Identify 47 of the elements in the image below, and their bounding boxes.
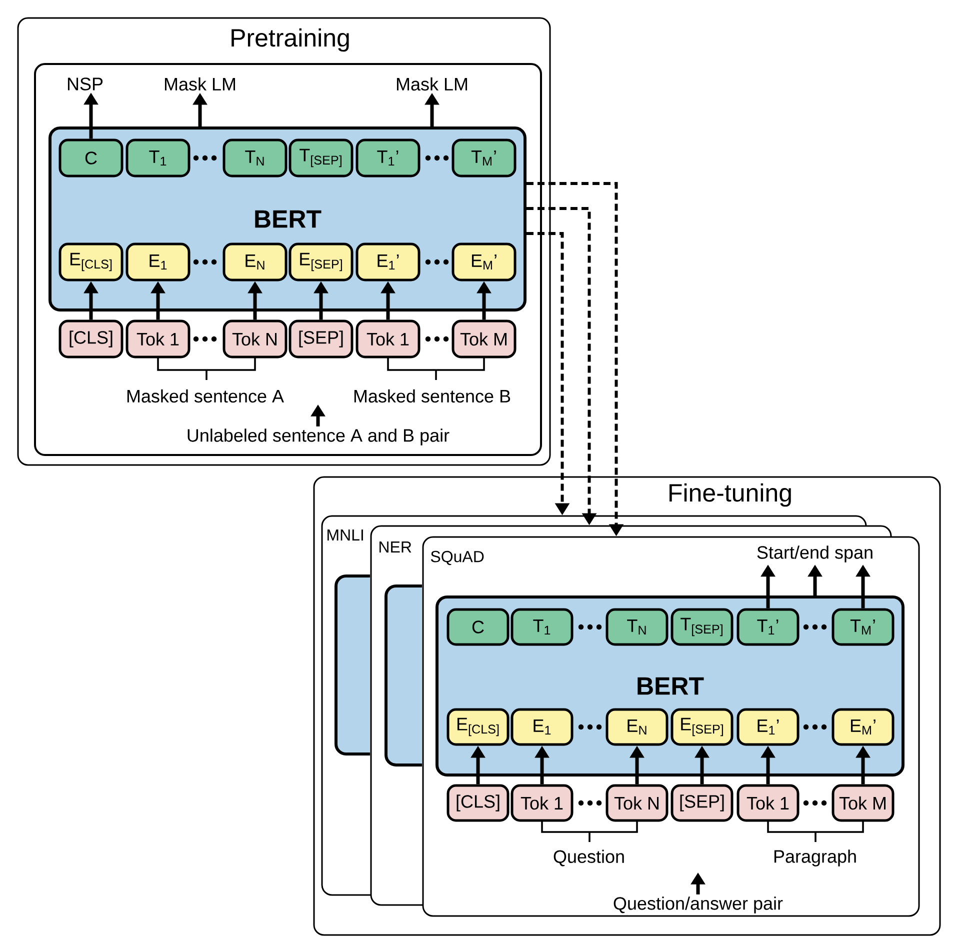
input-token-box: [SEP] <box>288 320 354 358</box>
group-label: Masked sentence B <box>354 389 510 403</box>
embedding-box: E$_{M}$’ <box>832 708 894 746</box>
output-token-box: T$_{N}$ <box>606 608 668 646</box>
output-token-box: T$_{[SEP]}$ <box>670 608 734 646</box>
input-token-box: Tok M <box>452 320 516 358</box>
model-box <box>384 584 424 766</box>
output-token-box: T$_{[SEP]}$ <box>288 138 354 178</box>
embedding-box: E$_{N}$ <box>222 242 288 282</box>
output-token-box: C <box>446 608 510 646</box>
output-token-box: T$_{M}$’ <box>452 138 516 178</box>
output-label: Mask LM <box>164 77 236 91</box>
output-token-box: T$_{1}$ <box>510 608 574 646</box>
group-label: Question <box>554 850 624 866</box>
output-token-box: T$_{1}$’ <box>356 138 420 178</box>
embedding-box: E$_{1}$’ <box>736 708 800 746</box>
embedding-box: E$_{1}$ <box>510 708 574 746</box>
output-token-box: T$_{1}$ <box>126 138 190 178</box>
embedding-box: E$_{1}$’ <box>356 242 420 282</box>
embedding-box: E$_{[SEP]}$ <box>288 242 354 282</box>
embedding-box: E$_{[CLS]}$ <box>58 242 124 282</box>
input-token-box: Tok 1 <box>736 784 800 822</box>
embedding-box: E$_{[CLS]}$ <box>446 708 510 746</box>
embedding-box: E$_{M}$’ <box>452 242 516 282</box>
embedding-box: E$_{1}$ <box>126 242 190 282</box>
output-token-box: C <box>58 138 124 178</box>
input-token-box: Tok N <box>606 784 668 822</box>
input-token-box: Tok 1 <box>356 320 420 358</box>
input-token-box: Tok N <box>222 320 288 358</box>
output-label: Mask LM <box>396 77 468 91</box>
group-label: Paragraph <box>774 850 856 866</box>
input-token-box: [CLS] <box>446 784 510 822</box>
embedding-box: E$_{[SEP]}$ <box>670 708 734 746</box>
inner-frame <box>34 63 542 456</box>
output-token-box: T$_{M}$’ <box>832 608 894 646</box>
group-label: Masked sentence A <box>127 389 284 403</box>
input-token-box: Tok 1 <box>126 320 190 358</box>
output-label: NSP <box>68 78 103 90</box>
input-token-box: [CLS] <box>58 320 124 358</box>
input-token-box: Tok M <box>832 784 894 822</box>
input-token-box: Tok 1 <box>510 784 574 822</box>
output-token-box: T$_{N}$ <box>222 138 288 178</box>
embedding-box: E$_{N}$ <box>606 708 668 746</box>
input-label: Unlabeled sentence A and B pair <box>188 428 450 446</box>
model-box <box>334 574 372 756</box>
output-token-box: T$_{1}$’ <box>736 608 800 646</box>
input-token-box: [SEP] <box>670 784 734 822</box>
